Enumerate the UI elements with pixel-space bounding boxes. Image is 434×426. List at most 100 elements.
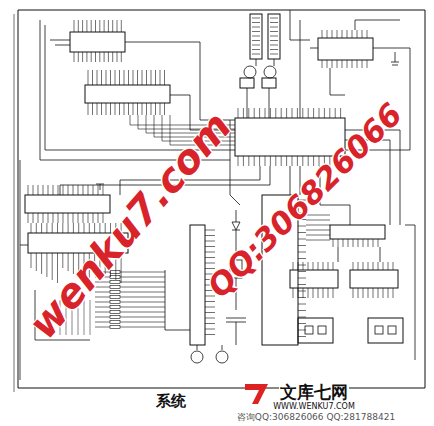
wire bbox=[358, 288, 359, 298]
wire bbox=[357, 30, 358, 38]
wire bbox=[88, 213, 89, 223]
wire bbox=[298, 336, 306, 337]
wire bbox=[313, 108, 314, 118]
wire bbox=[318, 288, 319, 298]
wire bbox=[236, 322, 237, 345]
wire bbox=[388, 262, 389, 270]
wire bbox=[275, 156, 276, 166]
power-symbol bbox=[96, 184, 104, 190]
wire bbox=[270, 31, 278, 32]
wire bbox=[270, 27, 278, 28]
wire bbox=[120, 277, 165, 278]
ic-chip bbox=[290, 270, 338, 288]
wire bbox=[197, 345, 198, 350]
wire bbox=[205, 307, 215, 308]
wire bbox=[236, 210, 237, 222]
wire bbox=[306, 240, 330, 241]
wire bbox=[252, 40, 260, 41]
wire bbox=[243, 156, 244, 166]
wire bbox=[332, 60, 333, 68]
wire bbox=[52, 253, 53, 280]
wire bbox=[270, 45, 278, 46]
wire bbox=[270, 54, 278, 55]
wire bbox=[332, 30, 333, 38]
wire bbox=[205, 246, 215, 247]
wire bbox=[83, 185, 84, 195]
wire bbox=[95, 307, 110, 308]
wire bbox=[238, 108, 239, 118]
wire bbox=[205, 235, 215, 236]
wire bbox=[97, 70, 98, 85]
wire bbox=[78, 185, 79, 195]
wire bbox=[99, 52, 100, 62]
wire bbox=[259, 156, 260, 166]
wire bbox=[373, 288, 374, 298]
wire bbox=[300, 20, 301, 118]
wire bbox=[95, 317, 110, 318]
wire bbox=[378, 262, 379, 270]
resistor-symbol bbox=[110, 326, 120, 329]
resistor-symbol bbox=[110, 291, 120, 294]
wire bbox=[318, 262, 319, 270]
wire bbox=[293, 288, 294, 298]
circuit bbox=[14, 10, 425, 392]
wire bbox=[342, 30, 343, 38]
wire bbox=[247, 88, 248, 118]
wire bbox=[48, 185, 49, 195]
wire bbox=[298, 258, 306, 259]
wire bbox=[333, 239, 334, 247]
wire bbox=[252, 54, 260, 55]
ic-chip bbox=[262, 78, 276, 88]
wire bbox=[88, 103, 89, 115]
wire bbox=[254, 156, 255, 166]
wire bbox=[319, 108, 320, 118]
wire bbox=[353, 288, 354, 298]
wire bbox=[68, 213, 69, 223]
wire bbox=[53, 213, 54, 223]
wire bbox=[327, 60, 328, 68]
ic-chip bbox=[318, 38, 373, 60]
transistor-symbol bbox=[244, 66, 256, 78]
wire bbox=[74, 20, 75, 32]
wire bbox=[205, 329, 215, 330]
ic-chip bbox=[25, 195, 110, 213]
wire bbox=[120, 297, 165, 298]
wire bbox=[342, 60, 343, 68]
wire bbox=[205, 230, 215, 231]
ic-chip bbox=[190, 225, 205, 345]
wire bbox=[120, 317, 165, 318]
wire bbox=[121, 52, 122, 62]
wire bbox=[41, 223, 42, 233]
wire bbox=[73, 223, 74, 233]
wire bbox=[101, 70, 102, 85]
wire bbox=[337, 30, 338, 38]
wire bbox=[20, 245, 28, 246]
wire bbox=[73, 213, 74, 223]
wire bbox=[104, 20, 105, 32]
wire bbox=[393, 262, 394, 270]
digit-segment bbox=[388, 326, 396, 334]
wire bbox=[133, 103, 134, 115]
wire bbox=[298, 310, 306, 311]
wire bbox=[86, 52, 87, 62]
wire bbox=[327, 30, 328, 38]
wire bbox=[125, 42, 235, 120]
wire bbox=[298, 265, 306, 266]
resistor-symbol bbox=[110, 296, 120, 299]
wire bbox=[303, 262, 304, 270]
wire bbox=[310, 48, 318, 49]
wire bbox=[306, 225, 330, 226]
wire bbox=[92, 70, 93, 85]
wire bbox=[124, 70, 125, 85]
wire bbox=[270, 22, 278, 23]
wire bbox=[46, 223, 47, 233]
wire bbox=[362, 60, 363, 68]
wire bbox=[252, 31, 260, 32]
wire bbox=[259, 108, 260, 118]
wire bbox=[120, 307, 165, 308]
wire bbox=[38, 213, 39, 223]
ground-symbol bbox=[391, 52, 399, 65]
wire bbox=[270, 18, 278, 19]
wire bbox=[82, 20, 83, 32]
wire bbox=[302, 108, 303, 118]
